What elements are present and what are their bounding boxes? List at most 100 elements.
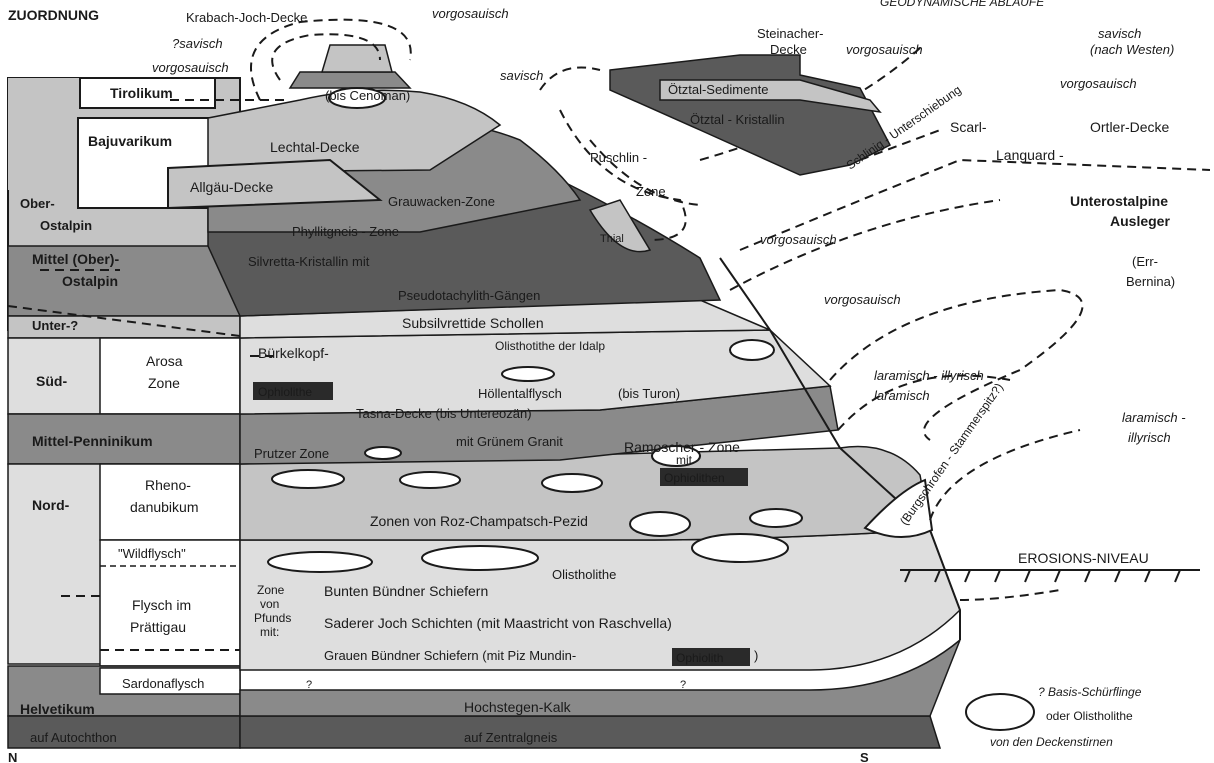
tasna-label: Tasna-Decke (bis Untereozän) (356, 406, 532, 421)
puschlin-label-2: Zone (636, 184, 666, 199)
unterostalpine-label-1: Unterostalpine (1070, 193, 1168, 209)
silvretta-label: Silvretta-Kristallin mit (248, 254, 370, 269)
blob (365, 447, 401, 459)
blob (272, 470, 344, 488)
unter-label: Unter-? (32, 318, 78, 333)
laramisch-illyrisch-2a: laramisch - (1122, 410, 1186, 425)
blob (400, 472, 460, 488)
languard-label: Languard - (996, 147, 1064, 163)
flysch-label-1: Flysch im (132, 597, 191, 613)
laramisch-illyrisch-2b: illyrisch (1128, 430, 1171, 445)
bis-turon-label: (bis Turon) (618, 386, 680, 401)
bunten-label: Bunten Bündner Schiefern (324, 583, 488, 599)
ophiolithen-label: Ophiolithen (664, 471, 725, 485)
prutzer-label: Prutzer Zone (254, 446, 329, 461)
unterostalpine-label-2: Ausleger (1110, 213, 1170, 229)
cenoman-label: (bis Cenoman) (325, 88, 410, 103)
lechtal-label: Lechtal-Decke (270, 139, 360, 155)
header-labels: ZUORDNUNG GEODYNAMISCHE ABLÄUFE (8, 0, 1045, 23)
gruener-granit-label: mit Grünem Granit (456, 434, 563, 449)
rheno-label-1: Rheno- (145, 477, 191, 493)
phyllitgneis-label: Phyllitgneis - Zone (292, 224, 399, 239)
blob (692, 534, 788, 562)
oetztal-sed-label: Ötztal-Sedimente (668, 82, 768, 97)
saderer-label: Saderer Joch Schichten (mit Maastricht v… (324, 615, 672, 631)
helvetikum-label: Helvetikum (20, 701, 95, 717)
blob (422, 546, 538, 570)
thial-label: Thial (600, 233, 624, 245)
blob (750, 509, 802, 527)
grauwacken-label: Grauwacken-Zone (388, 194, 495, 209)
olistholithe-label: Olistholithe (552, 567, 616, 582)
blob (730, 340, 774, 360)
grauen-end-label: ) (754, 648, 758, 663)
vorgosauisch-low: vorgosauisch (824, 292, 901, 307)
ostalpin-label: Ostalpin (40, 218, 92, 233)
blob (542, 474, 602, 492)
flysch-label-2: Prättigau (130, 619, 186, 635)
err-label-2: Bernina) (1126, 274, 1175, 289)
erosion-label: EROSIONS-NIVEAU (1018, 550, 1149, 566)
pfunds-label: Pfunds (254, 611, 291, 625)
q1-label: ? (306, 679, 312, 691)
idalp-label: Olisthotithe der Idalp (495, 339, 605, 353)
mit2-label: mit: (260, 625, 279, 639)
err-label-1: (Err- (1132, 254, 1158, 269)
sardona-label: Sardonaflysch (122, 676, 204, 691)
laramisch: laramisch (874, 388, 930, 403)
nord-label: Nord- (32, 497, 70, 513)
ophiolith-label: Ophiolith (676, 651, 723, 665)
vorgosauisch-mid: vorgosauisch (760, 232, 837, 247)
scarl-label: Scarl- (950, 119, 987, 135)
savisch-west-2: (nach Westen) (1090, 42, 1174, 57)
puschlin-label-1: Puschlin - (590, 150, 647, 165)
steinacher-label-1: Steinacher- (757, 26, 823, 41)
vorgosauisch-left: vorgosauisch (152, 60, 229, 75)
wildflysch-label: "Wildflysch" (118, 546, 186, 561)
vorgosauisch-ortler: vorgosauisch (1060, 76, 1137, 91)
basis-label-1: ? Basis-Schürflinge (1038, 685, 1142, 699)
hochstegen-label: Hochstegen-Kalk (464, 699, 572, 715)
krabach-label: Krabach-Joch-Decke (186, 10, 307, 25)
q2-label: ? (680, 679, 686, 691)
south-label: S (860, 750, 869, 763)
arosa-label-2: Zone (148, 375, 180, 391)
mit-label: mit (676, 453, 693, 467)
blob (268, 552, 372, 572)
vorgosauisch-stein: vorgosauisch (846, 42, 923, 57)
bajuvarikum-label: Bajuvarikum (88, 133, 172, 149)
savisch-q: ?savisch (172, 36, 223, 51)
roz-label: Zonen von Roz-Champatsch-Pezid (370, 513, 588, 529)
subsilvretta-label: Subsilvrettide Schollen (402, 315, 544, 331)
savisch-mid: savisch (500, 68, 543, 83)
ortler-label: Ortler-Decke (1090, 119, 1170, 135)
savisch-west-1: savisch (1098, 26, 1141, 41)
hoellental-label: Höllentalflysch (478, 386, 562, 401)
sued-label: Süd- (36, 373, 67, 389)
basis-label-2: oder Olistholithe (1046, 709, 1133, 723)
von-label: von (260, 597, 279, 611)
laramisch-illyrisch: laramisch - illyrisch (874, 368, 984, 383)
zentralgneis-label: auf Zentralgneis (464, 730, 558, 745)
vorgosauisch-top: vorgosauisch (432, 6, 509, 21)
oetztal-krist-label: Ötztal - Kristallin (690, 112, 785, 127)
grauen-label: Grauen Bündner Schiefern (mit Piz Mundin… (324, 648, 576, 663)
buerkelkopf-label: Bürkelkopf- (258, 345, 329, 361)
arosa-label-1: Arosa (146, 353, 183, 369)
blob (502, 367, 554, 381)
steinacher-label-2: Decke (770, 42, 807, 57)
autochthon-label: auf Autochthon (30, 730, 117, 745)
allgaeu-label: Allgäu-Decke (190, 179, 273, 195)
blob (630, 512, 690, 536)
mittel-ostalpin-label: Ostalpin (62, 273, 118, 289)
legend-blob (966, 694, 1034, 730)
tirolikum-label: Tirolikum (110, 85, 173, 101)
pseudotach-label: Pseudotachylith-Gängen (398, 288, 540, 303)
ophiolithe-label: Ophiolithe (258, 385, 312, 399)
mittel-ober-label: Mittel (Ober)- (32, 251, 119, 267)
rheno-label-2: danubikum (130, 499, 199, 515)
mittel-penninikum-label: Mittel-Penninikum (32, 433, 153, 449)
left-title: ZUORDNUNG (8, 7, 99, 23)
